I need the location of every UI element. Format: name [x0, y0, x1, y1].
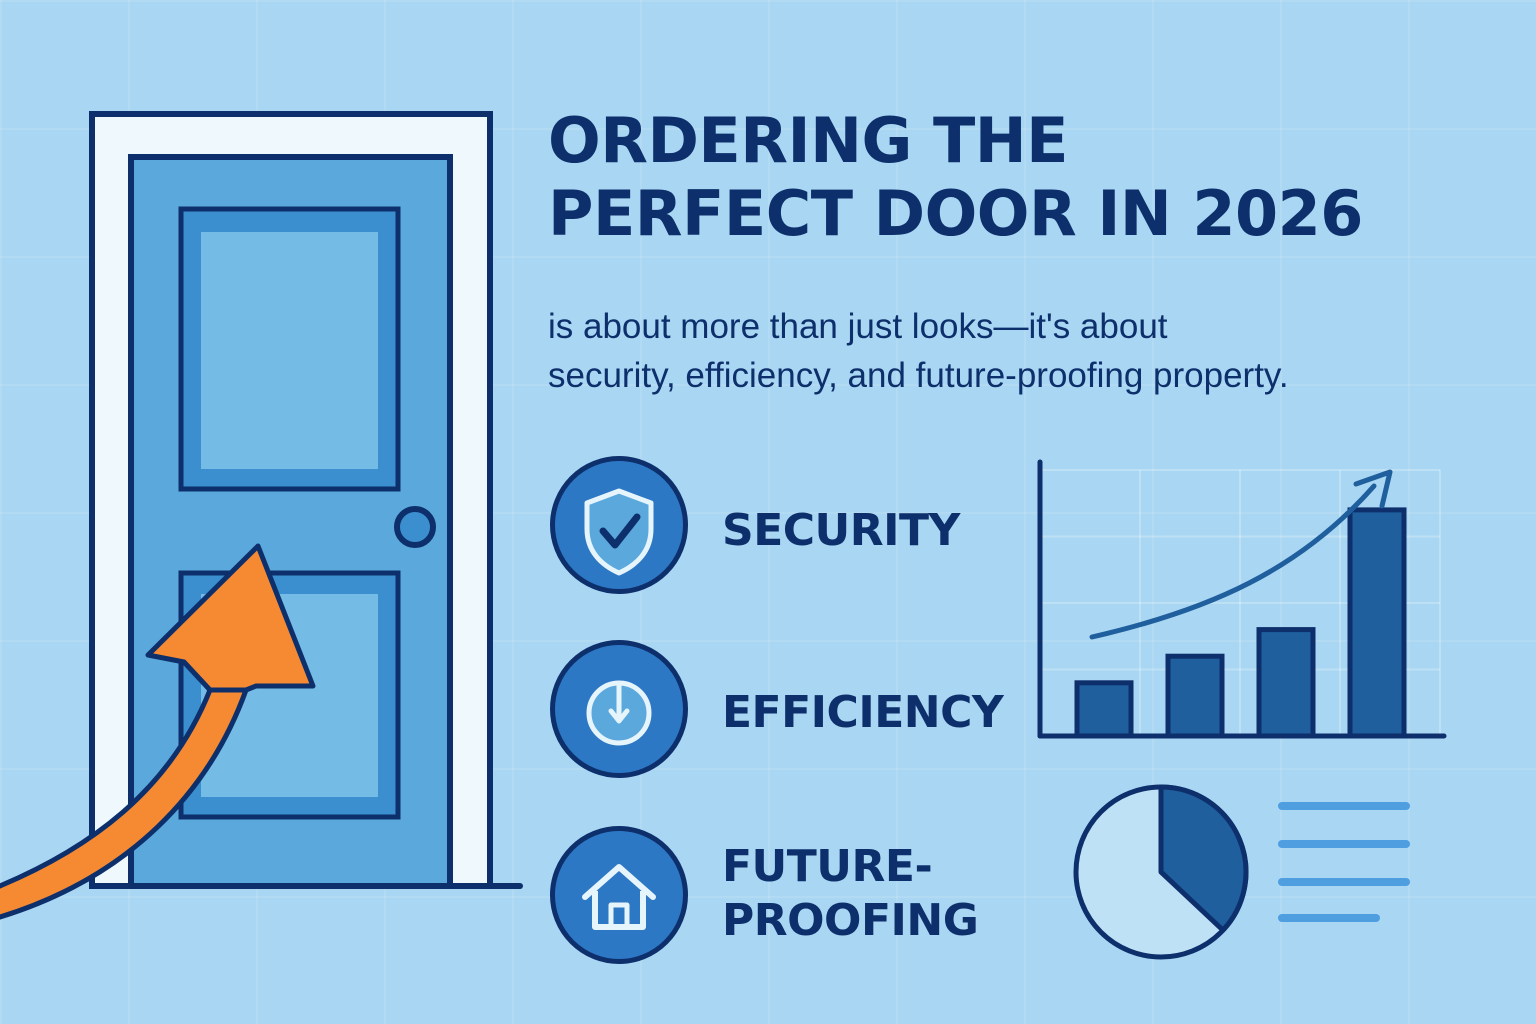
- chart-bars: [1074, 507, 1407, 739]
- chart-bar-3: [1256, 627, 1316, 739]
- efficiency-label: EFFICIENCY: [722, 687, 1004, 738]
- efficiency-badge: [550, 640, 688, 778]
- future-proofing-label-line-1: FUTURE-: [722, 841, 933, 892]
- feature-future-proofing: FUTURE- PROOFING: [550, 826, 979, 976]
- trend-arrow-line: [1089, 483, 1377, 640]
- subtitle-line-2: security, efficiency, and future-proofin…: [548, 356, 1289, 395]
- future-proofing-badge: [550, 826, 688, 964]
- feature-efficiency: EFFICIENCY: [550, 640, 1004, 790]
- door-panel-top-inset: [201, 232, 378, 469]
- title-line-1: ORDERING THE: [548, 104, 1068, 177]
- door-illustration: [0, 111, 523, 920]
- security-label: SECURITY: [722, 505, 960, 556]
- house-icon: [582, 864, 656, 930]
- future-proofing-label-line-2: PROOFING: [722, 894, 979, 946]
- security-badge: [550, 456, 688, 594]
- page-title: ORDERING THE PERFECT DOOR IN 2026: [548, 104, 1508, 250]
- title-line-2: PERFECT DOOR IN 2026: [548, 177, 1363, 251]
- subtitle: is about more than just looks—it's about…: [548, 302, 1508, 400]
- shield-check-icon: [584, 488, 654, 576]
- subtitle-line-1: is about more than just looks—it's about: [548, 307, 1168, 346]
- trend-arrow-head-icon: [1353, 469, 1393, 509]
- orange-arrow-icon: [145, 543, 316, 693]
- pie-slice: [1158, 784, 1249, 933]
- door-knob: [394, 506, 436, 548]
- power-icon: [586, 680, 652, 746]
- future-proofing-label: FUTURE- PROOFING: [722, 840, 979, 947]
- feature-security: SECURITY: [550, 456, 970, 606]
- chart-bar-2: [1165, 653, 1225, 739]
